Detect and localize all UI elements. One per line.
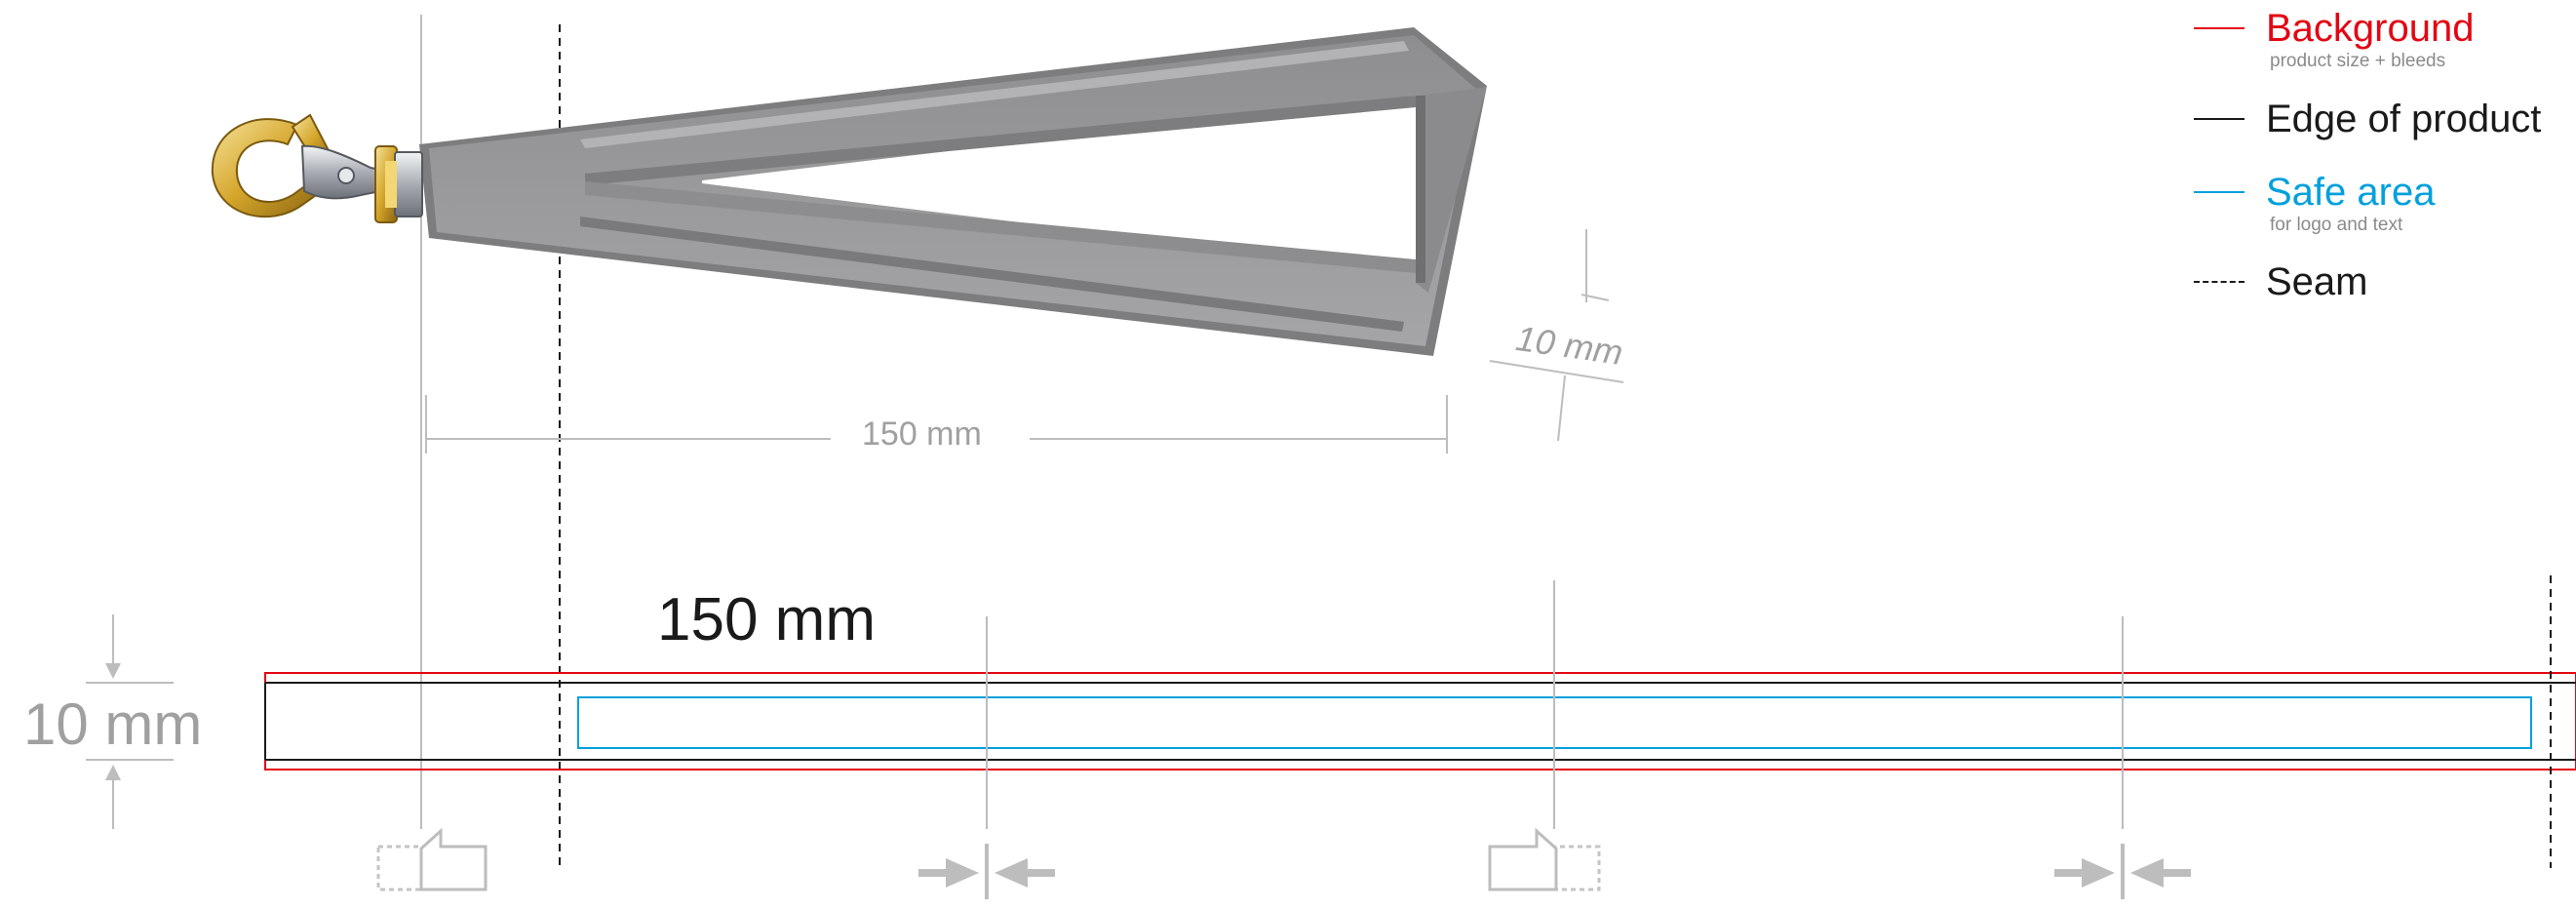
- template-length-label: 150 mm: [657, 586, 876, 653]
- legend-title-edge: Edge of product: [2266, 98, 2542, 140]
- template-strip: [264, 672, 2576, 771]
- background-outline: [264, 672, 2576, 771]
- legend-line-background: [2194, 27, 2244, 29]
- template-height-dimension: [86, 614, 174, 829]
- legend-subtitle-background: product size + bleeds: [2270, 51, 2446, 71]
- preview-length-dimension: [425, 395, 1448, 454]
- legend-line-safe-area: [2194, 191, 2244, 193]
- legend-title-safe-area: Safe area: [2266, 171, 2436, 214]
- lanyard-ribbon: [419, 27, 1487, 356]
- converge-arrows-icon: [918, 844, 1055, 899]
- legend-title-seam: Seam: [2266, 260, 2368, 303]
- legend-line-seam: [2194, 281, 2244, 283]
- fold-left-icon: [376, 827, 488, 891]
- template-height-label: 10 mm: [23, 692, 203, 757]
- preview-length-label: 150 mm: [862, 415, 982, 453]
- converge-arrows-icon: [2054, 844, 2191, 899]
- lanyard-hook-icon: [211, 113, 423, 223]
- legend-subtitle-safe-area: for logo and text: [2270, 215, 2403, 235]
- fold-right-icon: [1488, 827, 1601, 891]
- legend-line-edge: [2194, 118, 2244, 120]
- legend-title-background: Background: [2266, 7, 2475, 50]
- preview-width-dimension: [1489, 229, 1624, 442]
